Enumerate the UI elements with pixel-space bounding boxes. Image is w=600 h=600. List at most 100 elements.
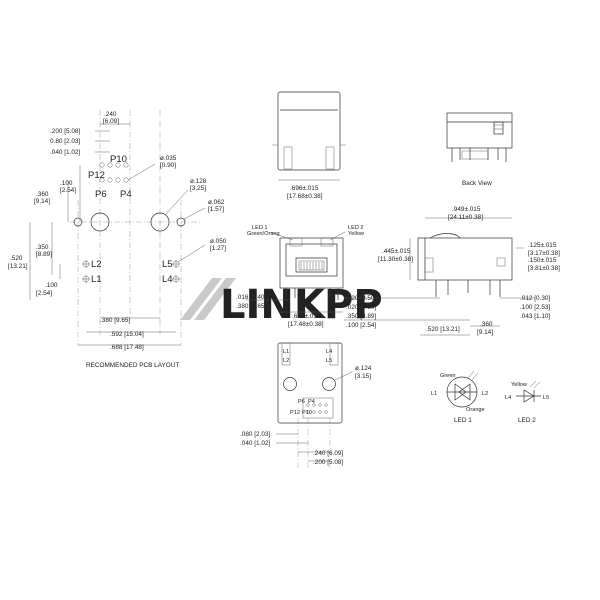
bottom-pin-l4: L4 — [326, 349, 332, 355]
bottom-dim-240: .240 [6.09] — [313, 450, 343, 457]
led1-l2: L2 — [482, 391, 488, 397]
side-dim-360-mm: [9.14] — [477, 329, 493, 336]
bottom-dim-040: .040 [1.02] — [240, 440, 270, 447]
led1-orange: Orange — [466, 407, 485, 413]
bottom-hole-mm: [3.15] — [355, 373, 371, 380]
side-dim-020b: .020 [0.50] — [346, 304, 376, 311]
led1-label: LED 1 — [454, 417, 472, 424]
pcb-hole-062: ø.062 — [208, 199, 225, 206]
led1-green: Green — [440, 373, 456, 379]
pcb-dim-360: .360 — [36, 191, 49, 198]
front-view: LED 1 Green/Orang LED 2 Yellow .016 [0.4… — [236, 225, 365, 328]
pcb-dim-240: .240 — [104, 111, 117, 118]
pcb-led-pin-l1: L1 — [91, 274, 102, 285]
front-dim-016: .016 [0.40] — [236, 294, 266, 301]
pcb-hole-035: ø.035 — [160, 155, 177, 162]
bottom-pin-p10: P10 — [302, 410, 312, 416]
pcb-led-pin-l5: L5 — [162, 259, 173, 270]
side-dim-150: .150±.015 — [528, 257, 557, 264]
bottom-pin-l1: L1 — [283, 349, 289, 355]
side-dim-125-mm: [3.17±0.38] — [528, 250, 560, 257]
watermark-brand-a: LINK — [220, 282, 327, 328]
bottom-pin-l2: L2 — [283, 358, 289, 364]
bottom-hole-dim: ø.124 — [355, 365, 372, 372]
side-dim-350: .350 [8.89] — [346, 313, 376, 320]
pcb-led-pin-l4: L4 — [162, 274, 173, 285]
pcb-hole-050-mm: [1.27] — [210, 245, 226, 252]
pcb-led-holes — [82, 260, 180, 283]
pcb-pin-label-p10: P10 — [110, 154, 127, 165]
side-width-dim: .949±.015 — [452, 206, 481, 213]
led1-l1: L1 — [431, 391, 437, 397]
pcb-dim-520: .520 — [10, 255, 23, 262]
pcb-dim-520-mm: [13.21] — [8, 263, 28, 270]
bottom-view: L1 L2 L4 L5 P6 P4 P12 P10 ø.124 [3.15] .… — [240, 342, 372, 470]
pcb-dim-592: .592 [15.04] — [110, 331, 144, 338]
front-led1-color: Green/Orang — [247, 231, 280, 237]
top-view-width-mm: [17.68±0.38] — [287, 193, 323, 200]
pcb-led-pin-l2: L2 — [91, 259, 102, 270]
pcb-pin-label-p12: P12 — [88, 170, 105, 181]
mounting-hole-left — [90, 212, 110, 232]
pcb-layout-view: L2 L1 L5 L4 P10 P12 P6 P4 .240 [6.09] .2… — [8, 110, 227, 369]
pcb-dim-100a: .100 — [60, 180, 73, 187]
pcb-dim-380: .380 [9.65] — [100, 317, 130, 324]
front-led2-color: Yellow — [348, 231, 365, 237]
pcb-dim-080: 0.80 [2.03] — [50, 138, 80, 145]
bottom-pin-p12: P12 — [290, 410, 300, 416]
pcb-dim-350-mm: [8.89] — [36, 251, 52, 258]
side-dim-020a: .020 [0.50] — [346, 295, 376, 302]
bottom-pin-p4: P4 — [308, 399, 315, 405]
front-width-mm: [17.48±0.38] — [288, 321, 324, 328]
back-view-title: Back View — [462, 180, 492, 187]
side-dim-150-mm: [3.81±0.38] — [528, 265, 560, 272]
front-width-dim: .688±.015 — [292, 313, 321, 320]
led2-label: LED 2 — [518, 417, 536, 424]
pcb-pin-label-p4: P4 — [120, 189, 132, 200]
pcb-dim-100b: .100 — [45, 282, 58, 289]
pcb-dim-360-mm: [9.14] — [34, 198, 50, 205]
led2-l5: L5 — [543, 395, 549, 401]
side-dim-360: .360 — [480, 321, 493, 328]
bottom-pin-p6: P6 — [298, 399, 305, 405]
bottom-dim-080: .080 [2.03] — [240, 431, 270, 438]
pcb-pin-label-p6: P6 — [95, 189, 107, 200]
led2-l4: L4 — [505, 395, 511, 401]
side-height-mm: [11.30±0.38] — [378, 256, 413, 263]
shield-hole-left — [73, 217, 83, 227]
bottom-dim-200: .200 [5.08] — [313, 459, 343, 466]
pcb-dim-350: .350 — [36, 244, 49, 251]
top-view: .696±.015 [17.68±0.38] — [272, 91, 346, 200]
top-view-width-dim: .696±.015 — [290, 185, 319, 192]
side-dim-520: .520 [13.21] — [426, 326, 460, 333]
pcb-hole-062-mm: [1.57] — [208, 206, 224, 213]
watermark-brand-b: PP — [324, 282, 383, 328]
side-dim-100r: .100 [2.53] — [520, 304, 550, 311]
pcb-hole-035-mm: [0.90] — [160, 162, 176, 169]
back-view: Back View — [446, 112, 513, 187]
side-dim-100: .100 [2.54] — [346, 322, 376, 329]
side-dim-043: .043 [1.10] — [520, 313, 550, 320]
pcb-hole-050: ø.050 — [210, 238, 227, 245]
pcb-dim-240-mm: [6.09] — [103, 118, 119, 125]
pcb-dim-040: .040 [1.02] — [50, 149, 80, 156]
pcb-dim-100b-mm: [2.54] — [36, 290, 52, 297]
mounting-hole-right — [150, 212, 170, 232]
led2-yellow: Yellow — [511, 382, 528, 388]
front-dim-380: .380 [9.65] — [236, 303, 266, 310]
side-dim-125: .125±.015 — [528, 242, 557, 249]
pcb-dim-200: .200 [5.08] — [50, 128, 80, 135]
pcb-hole-128: ø.128 — [190, 178, 207, 185]
pcb-hole-128-mm: [3.25] — [190, 185, 206, 192]
side-width-mm: [24.11±0.38] — [448, 214, 483, 221]
side-height-dim: .445±.015 — [382, 248, 411, 255]
led-schematics: Green Orange L1 L2 LED 1 Yellow L4 L5 LE… — [431, 370, 549, 424]
pcb-layout-title: RECOMMENDED PCB LAYOUT — [86, 362, 179, 369]
pcb-dim-100a-mm: [2.54] — [60, 187, 76, 194]
pcb-dim-688: .688 [17.48] — [110, 344, 144, 351]
bottom-pin-l5: L5 — [326, 358, 332, 364]
side-view: .949±.015 [24.11±0.38] .445±.015 [11.30±… — [344, 206, 560, 336]
front-led2-label: LED 2 — [348, 225, 364, 231]
front-led1-label: LED 1 — [252, 225, 268, 231]
